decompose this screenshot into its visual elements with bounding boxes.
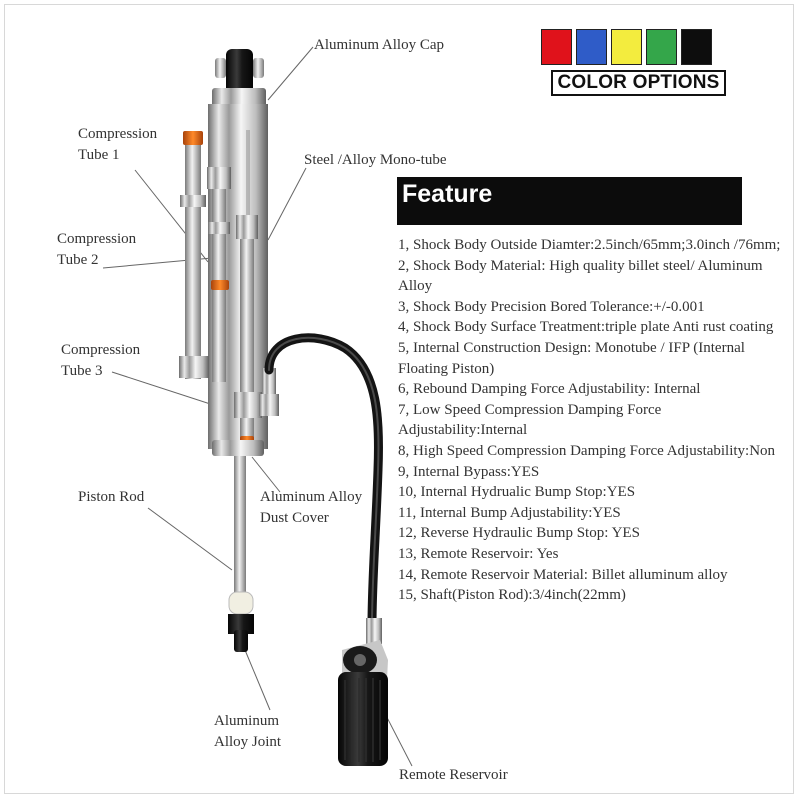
feature-item: 14, Remote Reservoir Material: Billet al… bbox=[398, 566, 728, 583]
compression-tube-2 bbox=[212, 172, 226, 382]
feature-header: Feature bbox=[397, 177, 742, 225]
feature-item: 10, Internal Hydrualic Bump Stop:YES bbox=[398, 484, 636, 501]
label-compression-tube-1: Compression Tube 1 bbox=[78, 126, 158, 163]
reservoir-fins bbox=[344, 678, 381, 762]
remote-hose bbox=[264, 333, 384, 630]
feature-title: Feature bbox=[402, 180, 493, 208]
feature-item: 13, Remote Reservoir: Yes bbox=[398, 545, 559, 562]
hose-fitting-base bbox=[259, 394, 279, 416]
tube-1-clamp-bottom bbox=[179, 356, 209, 378]
compression-tube-1 bbox=[185, 143, 201, 379]
feature-item: 15, Shaft(Piston Rod):3/4inch(22mm) bbox=[398, 587, 626, 604]
feature-item: 11, Internal Bump Adjustability:YES bbox=[398, 504, 621, 521]
label-aluminum-alloy-dust-cover: Aluminum Alloy Dust Cover bbox=[260, 489, 363, 526]
label-aluminum-alloy-cap: Aluminum Alloy Cap bbox=[314, 37, 445, 53]
tube-1-cap bbox=[183, 131, 203, 145]
swatch-yellow[interactable] bbox=[611, 29, 642, 65]
joint-callout-line bbox=[244, 649, 271, 711]
cap-knob bbox=[226, 49, 253, 99]
color-swatches bbox=[541, 29, 712, 65]
label-aluminum-alloy-joint: Aluminum Alloy Joint bbox=[214, 713, 282, 750]
feature-item: 3, Shock Body Precision Bored Tolerance:… bbox=[398, 298, 705, 315]
label-compression-tube-2: Compression Tube 2 bbox=[57, 231, 137, 268]
reservoir-body bbox=[338, 672, 388, 766]
tube-2-clamp-top bbox=[207, 167, 231, 189]
piston-rod bbox=[234, 456, 246, 596]
label-compression-tube-3: Compression Tube 3 bbox=[61, 342, 141, 379]
feature-item: 8, High Speed Compression Damping Force … bbox=[398, 442, 776, 459]
label-steel-alloy-mono-tube: Steel /Alloy Mono-tube bbox=[304, 152, 447, 168]
label-remote-reservoir: Remote Reservoir bbox=[399, 767, 508, 783]
feature-item: 7, Low Speed Compression Damping Force A… bbox=[398, 401, 662, 439]
cap-callout-line bbox=[267, 46, 314, 101]
rod-end-joint bbox=[234, 630, 248, 652]
image-frame bbox=[4, 4, 794, 794]
bump-stop bbox=[228, 591, 254, 615]
tube-3-clamp-top bbox=[236, 215, 258, 239]
monotube-callout-line bbox=[267, 167, 307, 241]
rod-callout-line bbox=[147, 507, 233, 571]
cap-bolt-right bbox=[253, 58, 264, 78]
tube-1-clamp-top bbox=[180, 195, 206, 207]
dust-callout-line bbox=[251, 456, 281, 493]
swatch-blue[interactable] bbox=[576, 29, 607, 65]
hose-highlight bbox=[268, 336, 380, 626]
feature-item: 1, Shock Body Outside Diamter:2.5inch/65… bbox=[398, 237, 781, 253]
feature-item: 6, Rebound Damping Force Adjustability: … bbox=[398, 381, 701, 398]
label-piston-rod: Piston Rod bbox=[78, 489, 145, 505]
swatch-green[interactable] bbox=[646, 29, 677, 65]
feature-item: 5, Internal Construction Design: Monotub… bbox=[398, 339, 745, 377]
rod-end-body bbox=[228, 614, 254, 634]
swatch-black[interactable] bbox=[681, 29, 712, 65]
dust-cover bbox=[212, 440, 264, 456]
tube-2-clamp-mid bbox=[208, 222, 230, 234]
cap-bolt-left bbox=[215, 58, 226, 78]
feature-item: 12, Reverse Hydraulic Bump Stop: YES bbox=[398, 525, 640, 542]
feature-item: 9, Internal Bypass:YES bbox=[398, 463, 540, 480]
reservoir-valve bbox=[354, 654, 366, 666]
hose-fitting bbox=[262, 368, 276, 398]
feature-list: 1, Shock Body Outside Diamter:2.5inch/65… bbox=[398, 235, 788, 606]
reservoir-hose-fitting bbox=[366, 618, 382, 644]
tube-2-adjuster bbox=[211, 280, 229, 290]
swatch-red[interactable] bbox=[541, 29, 572, 65]
tube-3-clamp-bottom bbox=[234, 392, 262, 418]
feature-item: 4, Shock Body Surface Treatment:triple p… bbox=[398, 319, 774, 336]
feature-item: 2, Shock Body Material: High quality bil… bbox=[398, 257, 763, 295]
color-options-label: COLOR OPTIONS bbox=[551, 70, 726, 96]
